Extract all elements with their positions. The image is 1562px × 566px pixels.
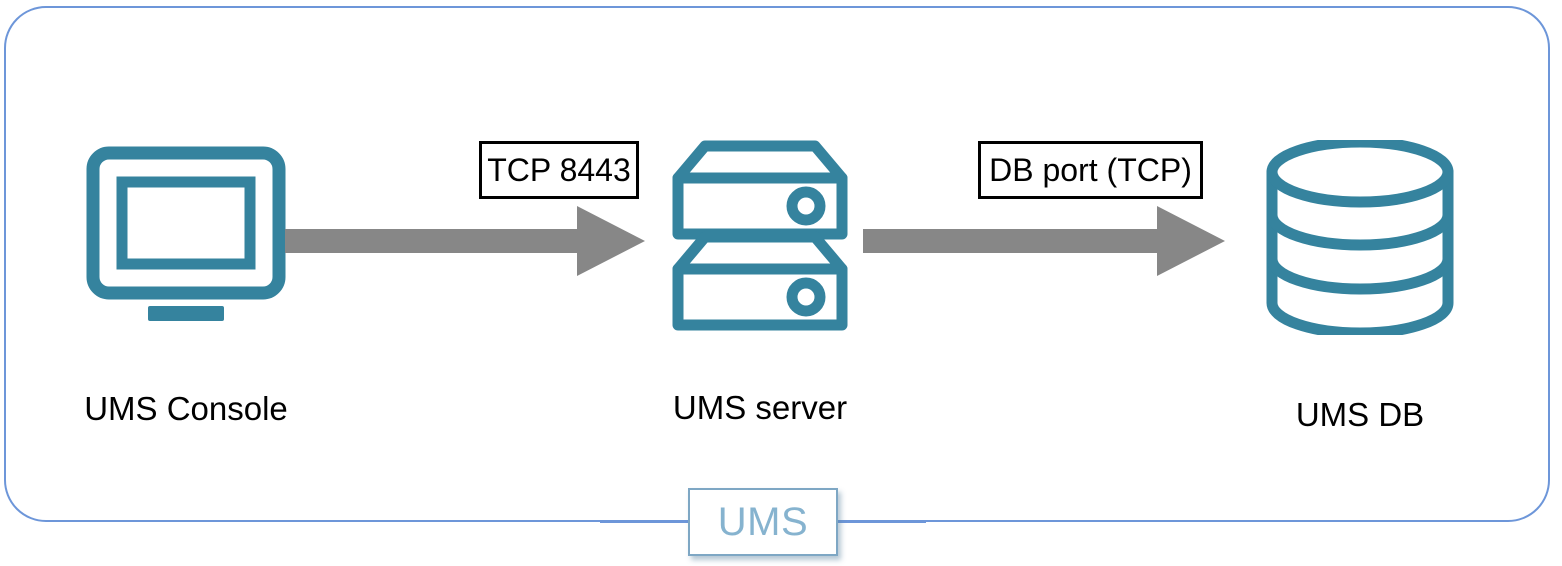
port-label-tcp-8443: TCP 8443 [479, 141, 639, 199]
node-caption-ums-server: UMS server [672, 389, 848, 426]
node-ums-console[interactable]: UMS Console [36, 146, 336, 425]
node-ums-db[interactable]: UMS DB [1225, 136, 1495, 433]
badge-connector-right [836, 521, 926, 523]
badge-connector-left [600, 521, 690, 523]
database-cylinder-icon [1260, 136, 1460, 340]
server-stack-icon [660, 136, 860, 341]
node-caption-ums-console: UMS Console [84, 390, 288, 427]
ums-zone-badge: UMS [688, 488, 838, 556]
ums-zone-badge-label: UMS [717, 500, 809, 544]
port-label-db-port: DB port (TCP) [978, 141, 1203, 199]
arrow-server-to-db [863, 206, 1225, 281]
monitor-icon [86, 146, 286, 336]
arrow-console-to-server [285, 206, 645, 281]
node-ums-server[interactable]: UMS server [620, 136, 900, 424]
node-caption-ums-db: UMS DB [1295, 396, 1425, 433]
